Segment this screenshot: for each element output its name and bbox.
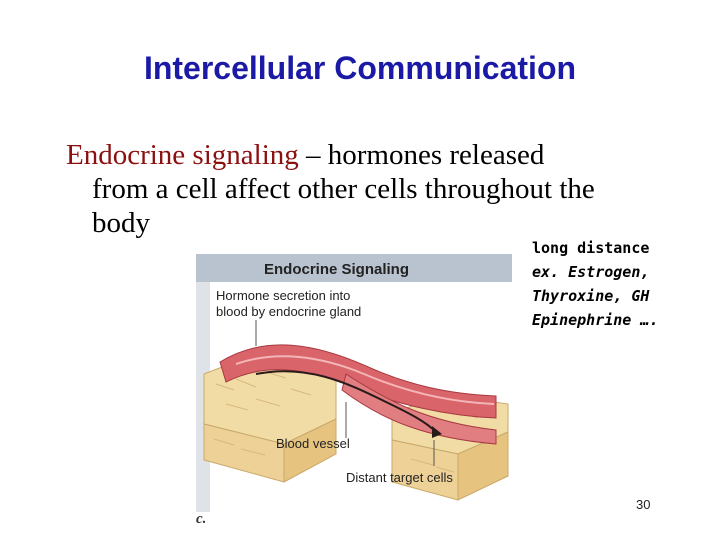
note-line-1: ex. Estrogen, (532, 263, 650, 281)
page-number: 30 (636, 497, 651, 512)
figure-header-bar (196, 254, 512, 282)
label-target-cells: Distant target cells (346, 470, 453, 485)
body-line-1: Endocrine signaling – hormones released (66, 138, 676, 172)
note-heading: long distance (532, 239, 650, 257)
body-line-3: body (92, 207, 150, 239)
figure-header: Endocrine Signaling (264, 261, 409, 278)
body-line-1-rest: – hormones released (298, 139, 545, 171)
body-paragraph: Endocrine signaling – hormones released … (66, 138, 676, 240)
key-term: Endocrine signaling (66, 139, 299, 171)
side-notes: long distance ex. Estrogen, Thyroxine, G… (532, 236, 658, 332)
blood-vessel (219, 344, 497, 445)
note-line-2: Thyroxine, GH (532, 287, 650, 305)
note-line-3: Epinephrine …. (532, 311, 659, 329)
figure-panel-letter: c. (196, 511, 207, 527)
slide-title: Intercellular Communication (143, 50, 577, 86)
endocrine-figure: Endocrine Signaling Hormone secretion in… (196, 254, 512, 516)
label-blood-vessel: Blood vessel (276, 436, 350, 451)
caption-top-1: Hormone secretion into (216, 288, 350, 303)
body-line-2: from a cell affect other cells throughou… (92, 173, 595, 205)
caption-top-2: blood by endocrine gland (216, 304, 361, 319)
